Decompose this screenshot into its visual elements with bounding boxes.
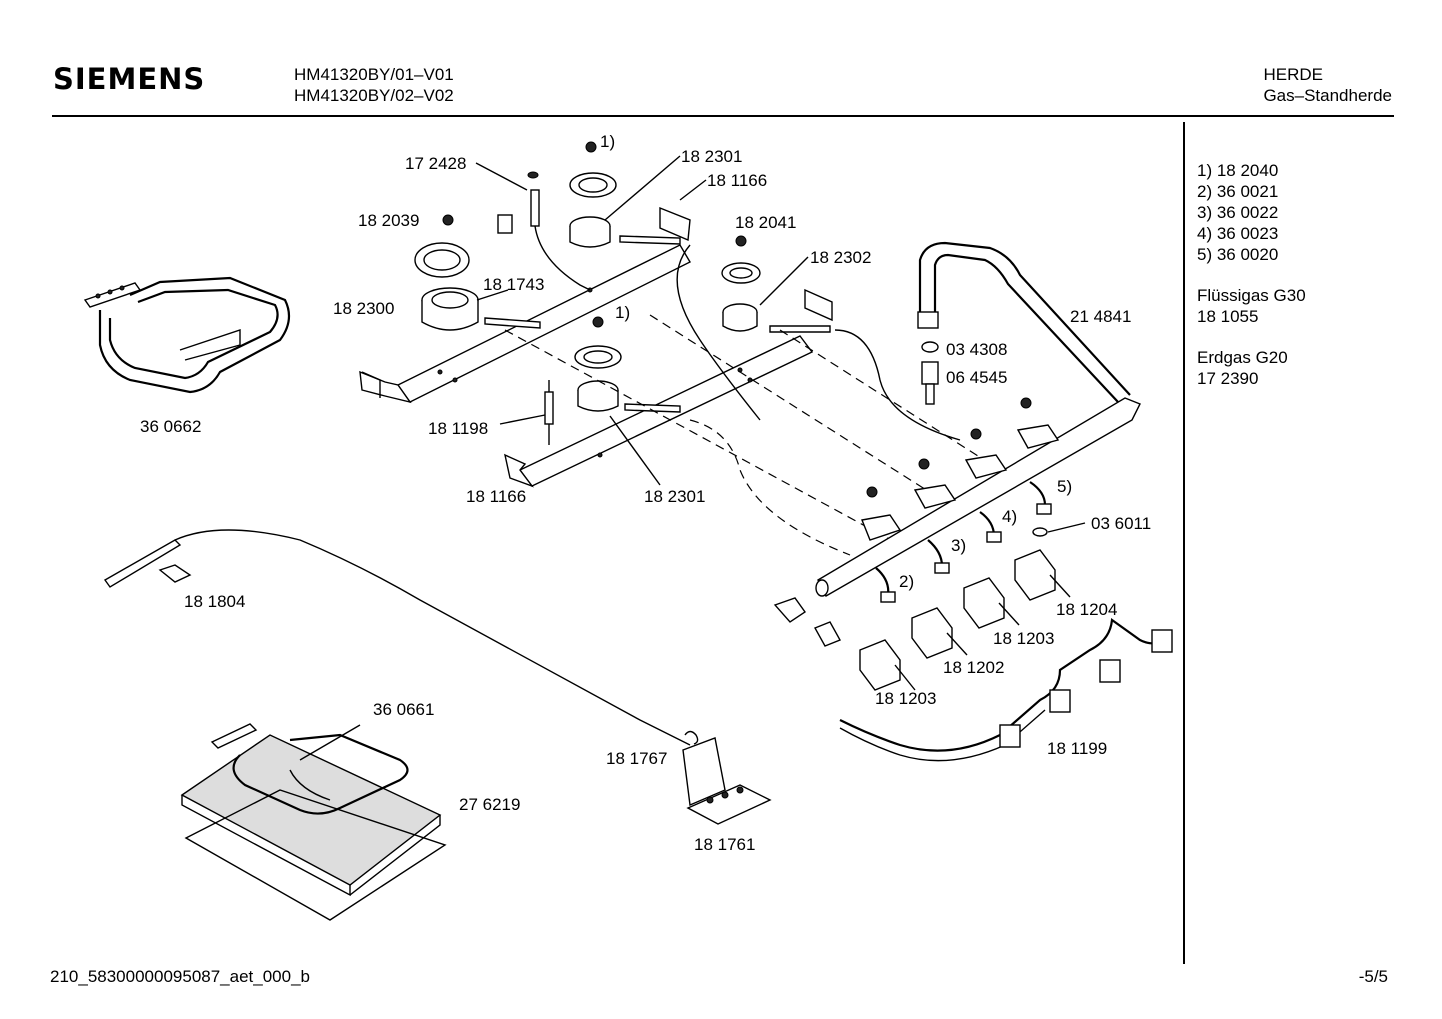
parts-legend: 1) 18 2040 2) 36 0021 3) 36 0022 4) 36 0… [1197, 160, 1306, 389]
label-27-6219: 27 6219 [459, 795, 520, 814]
dashed-leaders [504, 314, 1001, 556]
note-5: 5) [1057, 477, 1072, 496]
gas-natural-label: Erdgas G20 [1197, 348, 1288, 367]
note-2: 2) [899, 572, 914, 591]
legend-divider [1183, 122, 1185, 964]
label-18-1203-left: 18 1203 [875, 689, 936, 708]
header-rule [52, 115, 1394, 117]
manifold-brackets [861, 424, 1060, 541]
label-18-2041: 18 2041 [735, 213, 796, 232]
page-number: -5/5 [1358, 967, 1388, 986]
label-18-1761: 18 1761 [694, 835, 755, 854]
gas-feed-pipes [676, 244, 961, 441]
screws [442, 141, 1032, 498]
category-title: HERDE [1263, 65, 1323, 84]
document-id: 210_58300000095087_aet_000_b [50, 967, 310, 986]
bottom-plate-27-6219 [180, 734, 447, 921]
label-18-2300: 18 2300 [333, 299, 394, 318]
electrode-clip-18-1743 [497, 214, 513, 234]
burner-18-2301-rear [569, 172, 617, 248]
label-18-1198: 18 1198 [428, 419, 488, 438]
legend-item-3: 3) 36 0022 [1197, 203, 1279, 222]
oven-sensor-18-1804 [103, 529, 691, 746]
gas-lpg-part: 18 1055 [1197, 307, 1259, 326]
brand-logo: SIEMENS [53, 62, 206, 96]
burner-18-2302 [721, 262, 761, 332]
model-numbers: HM41320BY/01–V01 HM41320BY/02–V02 [294, 64, 454, 106]
label-18-1203-right: 18 1203 [993, 629, 1054, 648]
label-18-1166-rear: 18 1166 [707, 171, 767, 190]
label-06-4545: 06 4545 [946, 368, 1007, 387]
label-18-1804: 18 1804 [184, 592, 245, 611]
note-1b: 1) [615, 303, 630, 322]
label-17-2428: 17 2428 [405, 154, 466, 173]
label-03-6011: 03 6011 [1091, 514, 1151, 533]
gas-natural-part: 17 2390 [1197, 369, 1259, 388]
burner-rail-rear [359, 206, 691, 404]
grill-element-36-0662 [83, 276, 291, 394]
burner-18-2300 [414, 242, 479, 331]
label-18-2301-front: 18 2301 [644, 487, 705, 506]
label-18-1166-front: 18 1166 [466, 487, 526, 506]
appliance-category: HERDE Gas–Standherde [1263, 64, 1392, 106]
note-3: 3) [951, 536, 966, 555]
gas-manifold-21-4841 [815, 241, 1141, 597]
selector-switch-18-1761 [686, 784, 772, 825]
legend-item-4: 4) 36 0023 [1197, 224, 1279, 243]
label-21-4841: 21 4841 [1070, 307, 1131, 326]
category-subtitle: Gas–Standherde [1263, 86, 1392, 105]
label-18-1202: 18 1202 [943, 658, 1004, 677]
note-1a: 1) [600, 132, 615, 151]
gas-injector-tubes [484, 235, 831, 413]
model-line-2: HM41320BY/02–V02 [294, 86, 454, 105]
label-18-1204: 18 1204 [1056, 600, 1117, 619]
seal-03-4308 [921, 341, 939, 353]
label-36-0662: 36 0662 [140, 417, 201, 436]
legend-item-5: 5) 36 0020 [1197, 245, 1279, 264]
knob-cap [773, 597, 841, 647]
burner-pipe-18-1199 [839, 618, 1173, 762]
thermocouple-18-1198 [544, 380, 554, 445]
label-18-2039: 18 2039 [358, 211, 419, 230]
oven-element-36-0661 [210, 723, 409, 815]
seal-03-6011 [1032, 527, 1048, 537]
label-18-2302: 18 2302 [810, 248, 871, 267]
burner-18-2301-front [574, 345, 622, 412]
label-18-1767: 18 1767 [606, 749, 667, 768]
ignition-electrode-17-2428 [527, 171, 591, 291]
label-18-1199: 18 1199 [1047, 739, 1107, 758]
label-18-2301-rear: 18 2301 [681, 147, 742, 166]
model-line-1: HM41320BY/01–V01 [294, 65, 454, 84]
label-36-0661: 36 0661 [373, 700, 434, 719]
legend-item-2: 2) 36 0021 [1197, 182, 1279, 201]
nozzle-06-4545 [921, 361, 939, 405]
label-18-1743: 18 1743 [483, 275, 544, 294]
leader-lines [299, 155, 1086, 761]
label-03-4308: 03 4308 [946, 340, 1007, 359]
legend-item-1: 1) 18 2040 [1197, 161, 1279, 180]
gas-lpg-label: Flüssigas G30 [1197, 286, 1306, 305]
gas-valves [859, 549, 1071, 691]
nozzle-elbows [875, 481, 1052, 603]
note-4: 4) [1002, 507, 1017, 526]
thermostat-18-1767 [682, 730, 726, 807]
